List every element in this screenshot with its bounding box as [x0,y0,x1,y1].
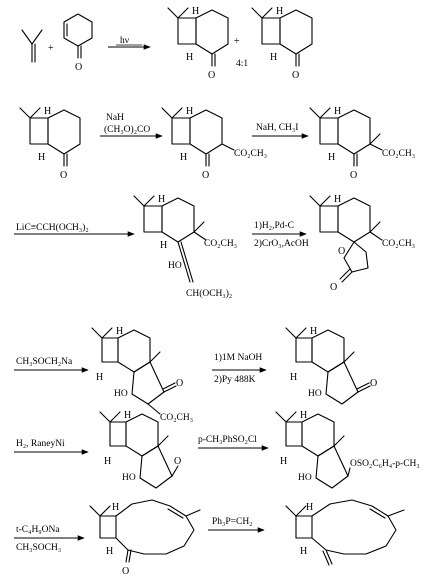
svg-text:O: O [60,170,67,181]
svg-text:H: H [328,152,335,163]
svg-text:O: O [176,378,183,389]
svg-text:2)Py 488K: 2)Py 488K [214,374,256,385]
svg-text:CH₃SOCH₂Na: CH₃SOCH₂Na [16,357,73,367]
svg-text:H: H [280,456,287,467]
svg-text:H: H [124,410,131,421]
bicyclic-dienone [89,499,201,563]
svg-text:CO₂CH₃: CO₂CH₃ [382,149,415,159]
svg-text:H: H [160,240,167,251]
svg-text:t-C₄H₉ONa: t-C₄H₉ONa [16,525,60,535]
svg-text:H: H [116,326,123,337]
svg-text:H: H [300,546,307,557]
svg-text:H: H [112,502,119,513]
svg-text:H: H [310,326,317,337]
svg-text:O: O [370,378,377,389]
tricyclic-diol [99,411,179,489]
step1-reagent: hν [120,36,130,46]
svg-text:HO: HO [114,389,128,399]
svg-text:CO₂CH₃: CO₂CH₃ [204,239,237,249]
svg-text:CO₂CH₃: CO₂CH₃ [160,413,193,423]
svg-text:O: O [174,456,181,467]
svg-text:LiC≡CCH(OCH₃)₂: LiC≡CCH(OCH₃)₂ [16,222,89,233]
caryophyllene [285,499,405,566]
plus-sign: + [234,36,240,47]
svg-text:H: H [96,372,103,383]
tosylate [275,411,351,489]
beta-keto-ester [161,107,235,167]
svg-text:H: H [192,6,199,17]
svg-text:H: H [180,152,187,163]
svg-text:Ph₃P=CH₂: Ph₃P=CH₂ [212,517,253,527]
cyclopentanone-ester [91,327,177,415]
svg-text:p-CH₃PhSO₂Cl: p-CH₃PhSO₂Cl [198,435,257,445]
svg-text:CO₂CH₃: CO₂CH₃ [382,239,415,249]
bicyclic-ketone [19,107,81,167]
svg-text:O: O [338,246,345,257]
svg-text:CH(OCH₃)₂: CH(OCH₃)₂ [186,288,232,299]
svg-text:HO: HO [168,261,182,271]
svg-text:O: O [292,70,299,81]
photoadduct-cis [251,7,313,67]
svg-text:(CH₃O)₂CO: (CH₃O)₂CO [104,124,150,135]
svg-text:HO: HO [308,389,322,399]
svg-text:O: O [330,282,337,293]
svg-text:H: H [270,52,277,63]
svg-text:O: O [350,170,357,181]
svg-text:H: H [290,372,297,383]
svg-text:CO₂CH₃: CO₂CH₃ [234,149,267,159]
svg-text:O: O [122,566,129,577]
svg-text:H: H [334,106,341,117]
spiro-lactone [309,195,383,283]
tricyclic-ketone [285,327,371,405]
svg-text:H: H [186,106,193,117]
methylated-keto-ester [309,107,383,167]
cyclohexenone [63,13,93,59]
svg-text:H: H [334,194,341,205]
svg-text:HO: HO [122,473,136,483]
svg-text:HO: HO [298,473,312,483]
plus-sign: + [48,43,54,54]
svg-text:OSO₂C₆H₄-p-CH₃: OSO₂C₆H₄-p-CH₃ [350,459,420,469]
carbonyl-oxygen: O [75,62,82,73]
svg-text:H: H [106,546,113,557]
svg-text:NaH: NaH [106,113,124,123]
svg-text:H: H [306,502,313,513]
svg-text:O: O [208,70,215,81]
isomer-ratio: 4:1 [236,59,248,69]
svg-text:H: H [44,106,51,117]
svg-text:H: H [104,456,111,467]
svg-text:H: H [276,6,283,17]
svg-text:H: H [38,152,45,163]
svg-text:CH₃SOCH₃: CH₃SOCH₃ [16,543,61,553]
svg-text:1)H₂,Pd-C: 1)H₂,Pd-C [254,220,294,231]
svg-text:H₂, RaneyNi: H₂, RaneyNi [16,439,65,449]
svg-text:H: H [186,52,193,63]
svg-text:O: O [202,170,209,181]
svg-text:2)CrO₃,AcOH: 2)CrO₃,AcOH [254,238,309,249]
svg-text:H: H [300,410,307,421]
isobutylene [21,29,43,63]
svg-text:NaH, CH₃I: NaH, CH₃I [256,123,298,133]
photoadduct-trans [167,7,229,67]
svg-text:H: H [158,194,165,205]
svg-text:1)1M NaOH: 1)1M NaOH [214,352,262,363]
propargylic-alcohol [133,195,207,283]
